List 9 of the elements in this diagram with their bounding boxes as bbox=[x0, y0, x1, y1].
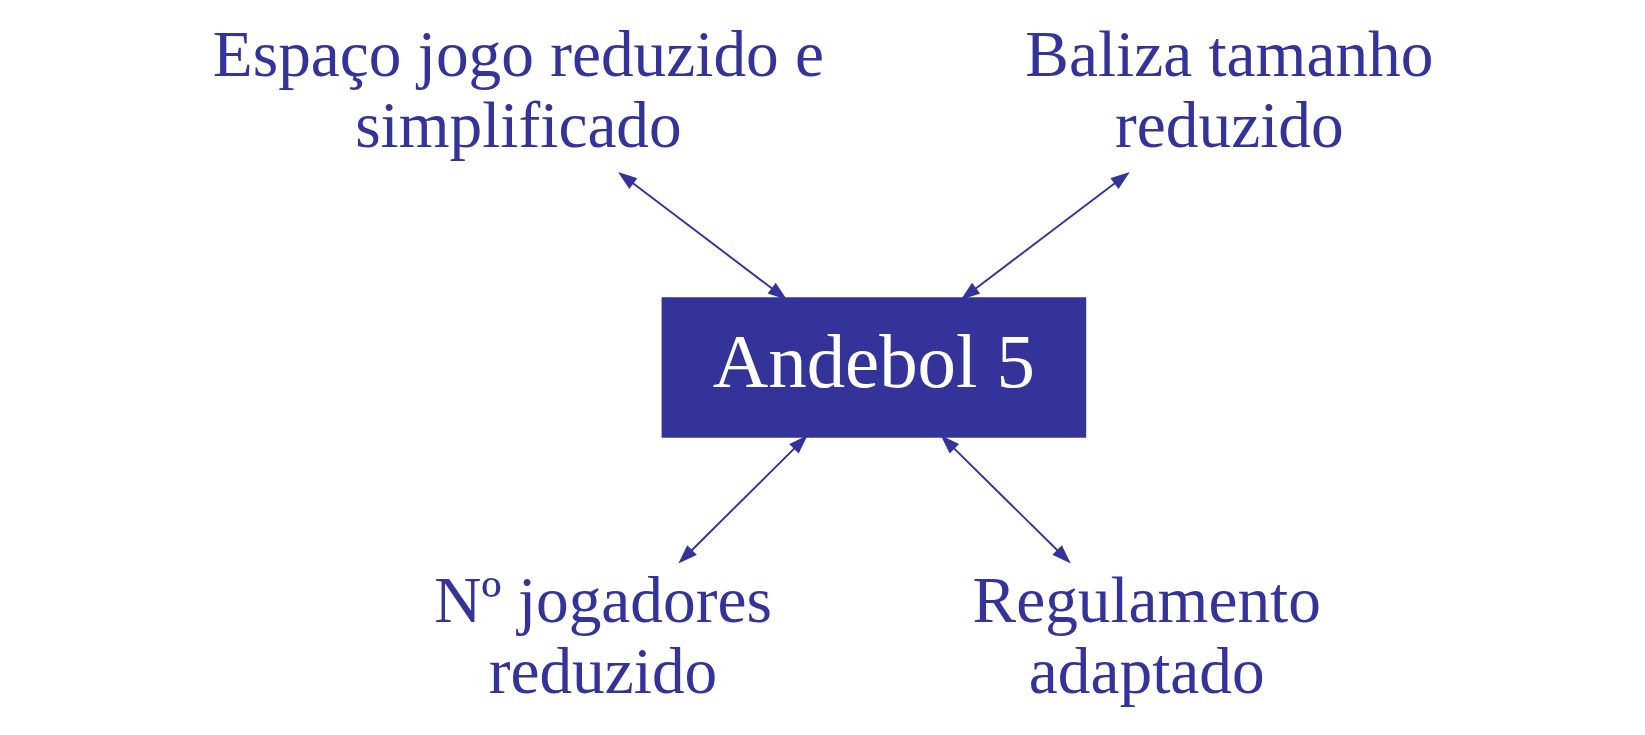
arrow bbox=[617, 171, 788, 300]
arrow bbox=[960, 171, 1130, 300]
node-text: Nº jogadores reduzido bbox=[434, 563, 772, 707]
arrow bbox=[940, 435, 1071, 564]
node-box: Andebol 5 bbox=[661, 297, 1087, 438]
node-text: Regulamento adaptado bbox=[972, 563, 1321, 707]
arrow bbox=[678, 435, 808, 564]
node-text: Espaço jogo reduzido e simplificado bbox=[212, 17, 825, 161]
node-text: Baliza tamanho reduzido bbox=[1025, 17, 1434, 161]
